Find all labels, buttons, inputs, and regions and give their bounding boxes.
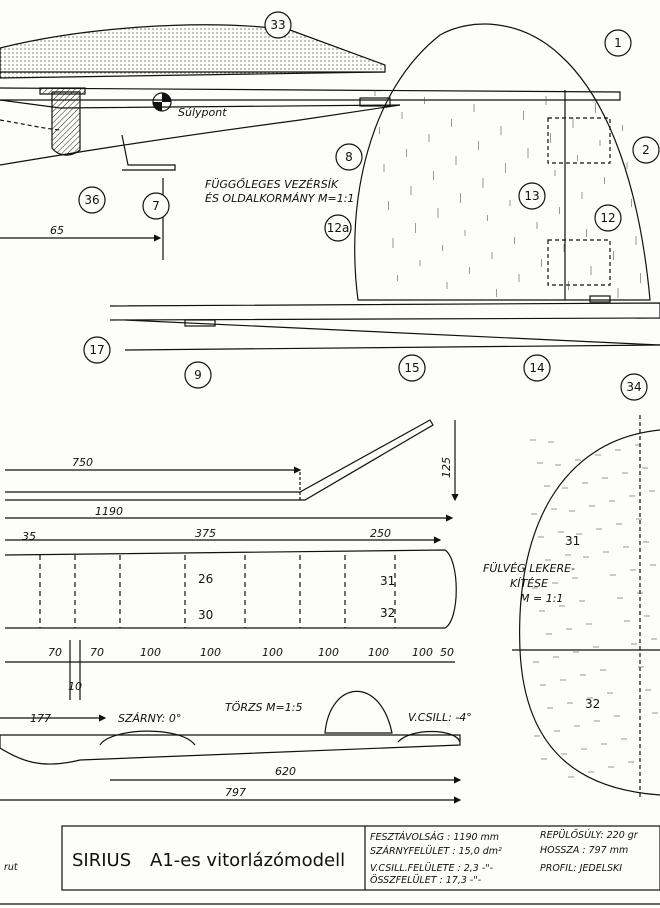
dim-125: 125 (440, 457, 453, 478)
callout-7: 7 (142, 192, 170, 220)
dim-375: 375 (195, 527, 216, 540)
svg-text:12a: 12a (327, 221, 350, 235)
balance-point-icon (152, 92, 172, 112)
spacing-5: 100 (318, 646, 339, 659)
spec-left-0: FESZTÁVOLSÁG : 1190 mm (370, 831, 499, 843)
stabilizer-profile (0, 24, 386, 79)
spec-right-1: HOSSZA : 797 mm (540, 845, 628, 856)
svg-text:14: 14 (529, 361, 544, 375)
callout-17: 17 (83, 336, 111, 364)
spacing-1: 70 (90, 646, 104, 659)
callout-13: 13 (518, 182, 546, 210)
callout-14: 14 (523, 354, 551, 382)
callout-9: 9 (184, 361, 212, 389)
hatched-block (51, 91, 81, 156)
spec-left-2: V.CSILL.FELÜLETE : 2,3 -"- (370, 863, 494, 874)
rib-spacing-dims: 70 70 100 100 100 100 100 100 50 (48, 646, 454, 659)
fin-grain (374, 90, 641, 298)
label-sulypont: Súlypont (178, 106, 227, 119)
label-vezersik-line2: ÉS OLDALKORMÁNY M=1:1 (205, 192, 354, 205)
dim-10: 10 (68, 680, 82, 693)
svg-text:17: 17 (89, 343, 104, 357)
svg-text:13: 13 (524, 189, 539, 203)
rib-26: 26 (198, 572, 213, 586)
callout-36: 36 (78, 186, 106, 214)
title-subtitle: A1-es vitorlázómodell (150, 850, 345, 871)
spec-left-3: ÖSSZFELÜLET : 17,3 -"- (370, 875, 482, 886)
svg-text:2: 2 (642, 143, 650, 157)
spacing-8: 50 (440, 646, 454, 659)
callout-2: 2 (632, 136, 660, 164)
callout-33: 33 (264, 11, 292, 39)
dim-620: 620 (275, 765, 296, 778)
dim-177: 177 (30, 712, 51, 725)
dim-797: 797 (225, 786, 246, 799)
spec-left-1: SZÁRNYFELÜLET : 15,0 dm² (370, 845, 502, 857)
tow-hook (121, 134, 176, 171)
svg-text:15: 15 (404, 361, 419, 375)
spacing-2: 100 (140, 646, 161, 659)
label-szarny: SZÁRNY: 0° (118, 712, 181, 725)
dim-65: 65 (50, 224, 64, 237)
svg-text:7: 7 (152, 199, 160, 213)
label-torzs: TÖRZS M=1:5 (225, 701, 302, 714)
wing-planform (4, 549, 457, 629)
dim-750: 750 (72, 456, 93, 469)
rib-30: 30 (198, 608, 213, 622)
svg-text:1: 1 (614, 36, 622, 50)
label-fulveg-line3: M = 1:1 (520, 592, 563, 605)
spacing-6: 100 (368, 646, 389, 659)
spacing-0: 70 (48, 646, 62, 659)
spacing-3: 100 (200, 646, 221, 659)
svg-text:36: 36 (84, 193, 99, 207)
wing-tip (519, 429, 660, 796)
callout-8: 8 (335, 143, 363, 171)
vertical-fin (354, 23, 651, 301)
svg-text:34: 34 (626, 380, 641, 394)
callout-12: 12 (594, 204, 622, 232)
svg-text:33: 33 (270, 18, 285, 32)
callout-1: 1 (604, 29, 632, 57)
dim-250: 250 (370, 527, 391, 540)
callout-34: 34 (620, 373, 648, 401)
tip-rib-32: 32 (585, 697, 600, 711)
label-fulveg-line1: FÜLVÉG LEKERE- (483, 562, 575, 575)
spacing-4: 100 (262, 646, 283, 659)
title-block-frame (61, 825, 660, 891)
fin-base-fuselage (109, 302, 660, 321)
spec-right-2: PROFIL: JEDELSKI (540, 863, 622, 874)
callout-12a: 12a (324, 214, 352, 242)
label-vcsill: V.CSILL: -4° (408, 711, 472, 724)
label-vezersik-line1: FÜGGŐLEGES VEZÉRSÍK (205, 177, 339, 191)
title-name: SIRIUS (72, 850, 131, 871)
tip-grain (530, 439, 658, 778)
label-fulveg-line2: KÍTÉSE (510, 577, 548, 590)
spacing-7: 100 (412, 646, 433, 659)
spec-right-0: REPÜLŐSÚLY: 220 gr (540, 829, 639, 841)
fuselage-side-view (0, 734, 461, 765)
corner-note: rut (4, 862, 19, 873)
callout-15: 15 (398, 354, 426, 382)
dim-1190: 1190 (95, 505, 123, 518)
wing-side-view (5, 419, 434, 501)
rib-31: 31 (380, 574, 395, 588)
svg-text:12: 12 (600, 211, 615, 225)
rib-32: 32 (380, 606, 395, 620)
dim-35: 35 (22, 530, 36, 543)
fuselage-boom (0, 87, 621, 101)
svg-text:8: 8 (345, 150, 353, 164)
tip-rib-31: 31 (565, 534, 580, 548)
svg-text:9: 9 (194, 368, 202, 382)
